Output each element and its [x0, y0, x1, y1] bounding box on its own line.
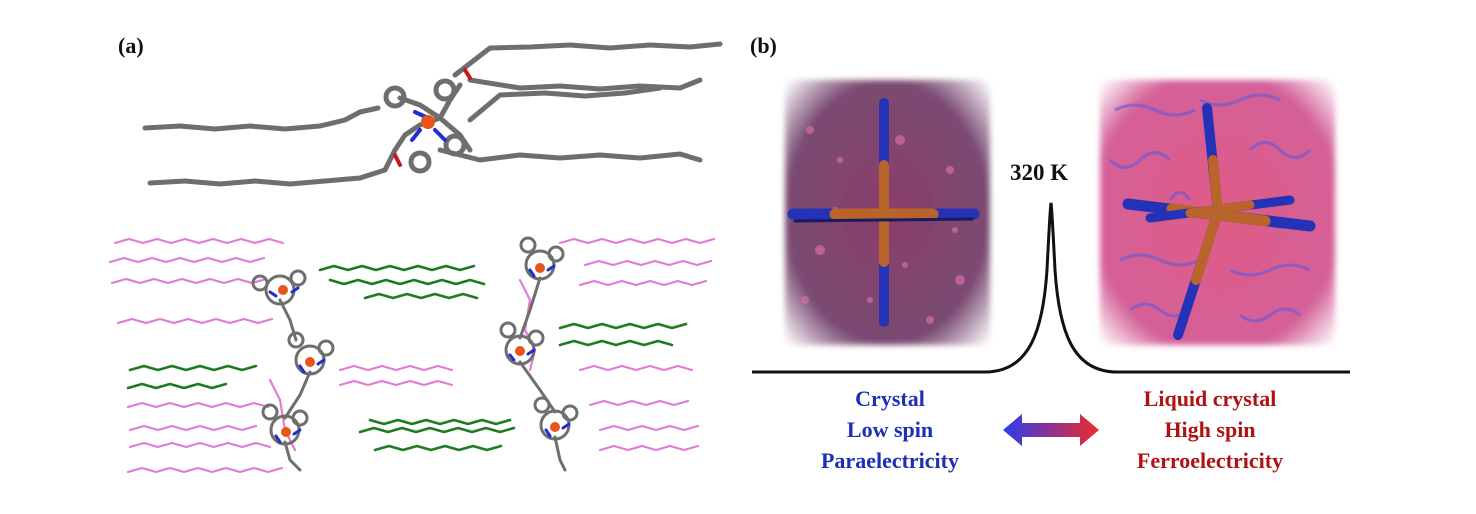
panel-b-label: (b)	[750, 33, 777, 58]
low-temperature-micrograph	[785, 80, 990, 345]
panel-a-label: (a)	[118, 33, 144, 58]
liquid-crystal-label: Liquid crystal	[1143, 386, 1277, 411]
complex-core	[251, 236, 579, 472]
transition-arrow	[1003, 414, 1099, 446]
ferroelectricity-label: Ferroelectricity	[1136, 448, 1284, 473]
crystal-label: Crystal	[855, 386, 925, 411]
single-molecule-structure	[142, 41, 723, 187]
packing-structure	[108, 236, 716, 474]
transition-peak-curve	[752, 202, 1350, 374]
low-temperature-state: Crystal Low spin Paraelectricity	[760, 383, 1020, 476]
paraelectricity-label: Paraelectricity	[820, 448, 959, 473]
low-spin-rods	[787, 98, 980, 327]
high-spin-label: High spin	[1164, 417, 1256, 442]
low-spin-label: Low spin	[846, 417, 934, 442]
high-temperature-state: Liquid crystal High spin Ferroelectricit…	[1075, 383, 1345, 476]
transition-temperature-label: 320 K	[1010, 160, 1069, 185]
high-spin-rods	[1122, 103, 1316, 340]
high-temperature-micrograph	[1100, 80, 1335, 345]
